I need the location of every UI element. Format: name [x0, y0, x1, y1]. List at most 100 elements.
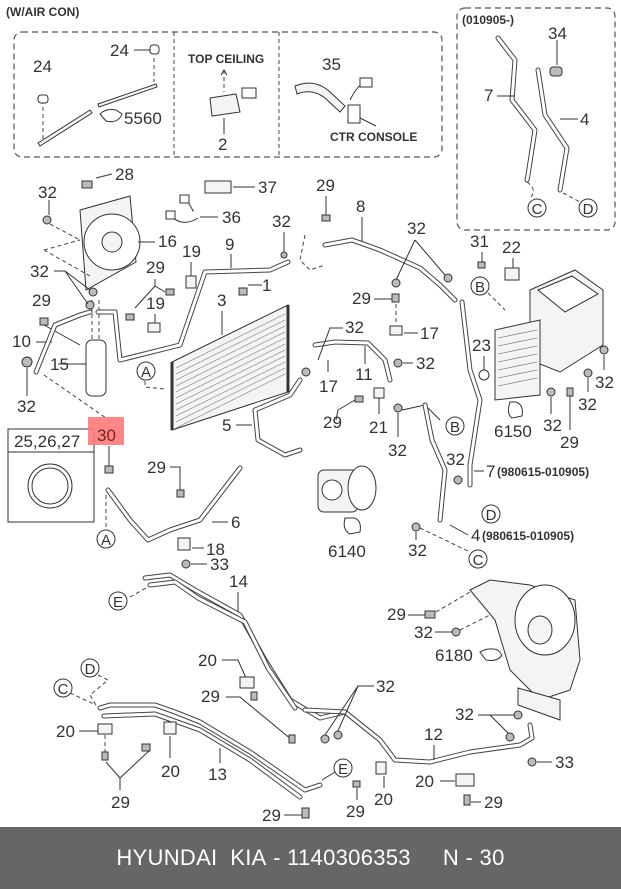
hand-pointer-icon: [507, 401, 523, 419]
label-29: 29: [32, 291, 51, 310]
footer-separator: -: [266, 845, 288, 870]
nut-32-icon: [88, 287, 98, 297]
bracket-19-icon: [185, 275, 197, 289]
nut-34-icon: [549, 66, 563, 77]
footer-bar: HYUNDAI KIA - 1140306353 N - 30: [0, 827, 621, 889]
nut-32-icon: [599, 345, 609, 355]
grommet-23-icon: [478, 369, 490, 381]
label-6: 6: [231, 513, 240, 532]
pipe-11: [312, 339, 393, 383]
callout-d: D: [583, 201, 594, 218]
bracket-21-icon: [373, 387, 385, 399]
callout-circle-c: [527, 198, 547, 218]
footer-part-number: 1140306353: [287, 845, 411, 870]
top-inset: 24 24 5560 TOP CEILING 2 35 CTR CONSOLE: [13, 31, 443, 158]
nut-32-icon: [411, 522, 421, 532]
label-13: 13: [208, 765, 227, 784]
label-32: 32: [416, 354, 435, 373]
bolt-29-icon: [566, 387, 574, 397]
evaporator-unit-icon: [494, 269, 604, 401]
label-29: 29: [387, 605, 406, 624]
callout-c: C: [58, 681, 69, 698]
callout-e: E: [338, 761, 348, 778]
label-32: 32: [455, 705, 474, 724]
nut-32-icon: [443, 273, 453, 283]
nut-32-icon: [505, 732, 515, 742]
clamp-20-icon: [163, 721, 177, 735]
label-14: 14: [229, 572, 248, 591]
label-29: 29: [146, 258, 165, 277]
actuator-37-icon: [204, 180, 232, 194]
pipe-8: [322, 237, 458, 303]
hand-pointer-icon: [479, 648, 503, 661]
label-32: 32: [38, 183, 57, 202]
nut-32-icon: [21, 356, 33, 368]
clip-24-icon-2: [149, 44, 160, 55]
bolt-30-icon: [104, 465, 114, 474]
pipe-14: [142, 572, 348, 721]
callout-circle-e: [108, 591, 128, 611]
callout-d: D: [85, 661, 96, 678]
label-22: 22: [502, 238, 521, 257]
label-32: 32: [407, 219, 426, 238]
callout-circle-d: [578, 198, 598, 218]
callout-circle-c: [468, 549, 488, 569]
label-6140: 6140: [328, 542, 366, 561]
right-inset-border: [456, 7, 616, 231]
sensor-part-icon: [209, 93, 241, 117]
callout-circle-a: [96, 529, 116, 549]
nut-32-icon: [391, 278, 401, 288]
callout-b: B: [450, 419, 460, 436]
label-20: 20: [415, 772, 434, 791]
bolt-29-icon: [424, 610, 436, 619]
label-32: 32: [543, 416, 562, 435]
bolt-29-icon: [354, 395, 364, 403]
nut-32-icon: [393, 358, 403, 368]
callout-circle-b: [445, 416, 465, 436]
bolt-29-icon: [165, 288, 175, 296]
blower-unit-icon: [469, 579, 581, 721]
clamp-20-icon: [239, 676, 255, 689]
title-note: (W/AIR CON): [6, 5, 79, 19]
label-34: 34: [548, 24, 567, 43]
actuator-22-icon: [504, 267, 520, 281]
callout-circle-d: [80, 658, 100, 678]
bolt-29-icon: [39, 317, 49, 326]
label-32: 32: [446, 450, 465, 469]
label-16: 16: [158, 232, 177, 251]
label-32: 32: [578, 395, 597, 414]
label-29: 29: [201, 687, 220, 706]
label-range-010905: (010905-): [462, 13, 514, 27]
bolt-29-icon: [250, 691, 258, 701]
label-12: 12: [424, 725, 443, 744]
label-32: 32: [345, 318, 364, 337]
label-15: 15: [50, 355, 69, 374]
callout-a: A: [101, 532, 111, 549]
label-32: 32: [414, 623, 433, 642]
bolt-29-icon: [176, 489, 185, 498]
label-29: 29: [316, 176, 335, 195]
nut-32-icon: [393, 403, 403, 413]
compressor-icon: [317, 465, 377, 513]
fan-assembly: [42, 173, 155, 291]
nut-33-icon: [527, 757, 537, 767]
bolt-29-icon: [301, 807, 310, 819]
label-17: 17: [420, 324, 439, 343]
callout-e: E: [113, 594, 123, 611]
label-29: 29: [346, 802, 365, 821]
label-32: 32: [388, 441, 407, 460]
label-7-range: (980615-010905): [497, 465, 589, 479]
clamp-20-icon: [455, 773, 475, 787]
label-29: 29: [323, 413, 342, 432]
label-9: 9: [225, 235, 234, 254]
label-top-ceiling: TOP CEILING: [188, 52, 264, 66]
callout-circle-e: [333, 758, 353, 778]
label-10: 10: [12, 332, 31, 351]
label-6150: 6150: [494, 422, 532, 441]
nut-32-icon: [453, 475, 463, 485]
label-33: 33: [210, 555, 229, 574]
label-1: 1: [262, 276, 271, 295]
label-20: 20: [56, 722, 75, 741]
bolt-29-icon: [101, 751, 109, 761]
nut-33-icon: [181, 559, 191, 569]
